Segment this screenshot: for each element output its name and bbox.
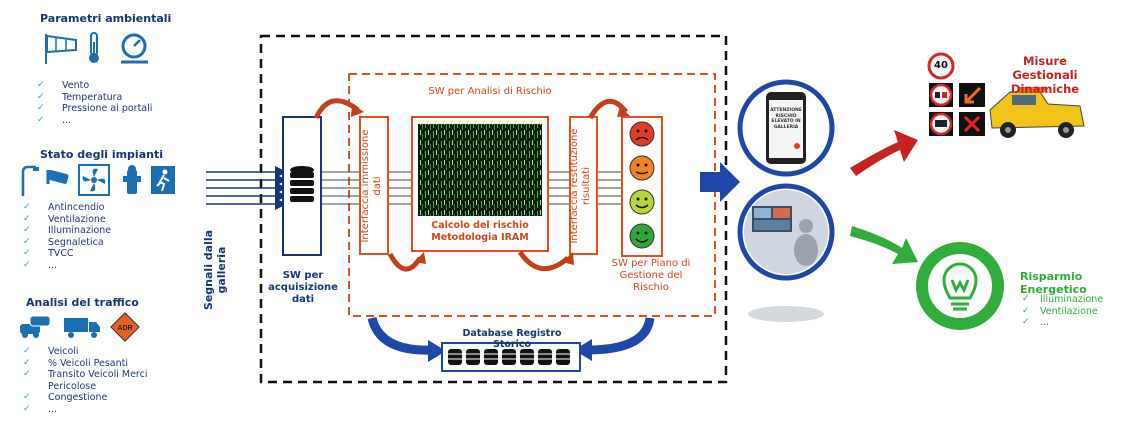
env-list: ✓Vento ✓Temperatura ✓Pressione ai portal… — [34, 80, 194, 126]
arrow-to-db-right — [587, 317, 655, 355]
truck-icon — [64, 318, 100, 338]
shadow — [748, 306, 824, 322]
traffic-list: ✓Veicoli ✓% Veicoli Pesanti ✓Transito Ve… — [20, 346, 170, 415]
system-frame — [259, 34, 728, 384]
list-item: ✓... — [23, 259, 58, 271]
risk-frame — [348, 73, 716, 317]
list-item: ✓Vento — [37, 80, 90, 91]
lightbulb-icon — [942, 262, 978, 311]
matrix-image — [418, 124, 542, 216]
emergency-exit-icon — [151, 166, 175, 194]
list-item: ✓Temperatura — [37, 91, 123, 103]
database-icon — [290, 166, 314, 202]
db-label: Database Registro Storico — [462, 328, 562, 350]
risk-title: SW per Analisi di Rischio — [428, 86, 552, 97]
list-item: ✓Ventilazione — [1022, 305, 1098, 317]
plan-label: SW per Piano di Gestione del Rischio — [611, 258, 691, 293]
arrow-to-energy — [850, 226, 918, 264]
calc-label: Calcolo del rischio Metodologia IRAM — [431, 220, 529, 243]
fire-hydrant-icon — [123, 165, 141, 194]
traffic-icons: ADR — [18, 312, 158, 342]
list-item: ✓Veicoli — [23, 346, 79, 357]
input-interface-box — [359, 116, 389, 255]
env-title: Parametri ambientali — [40, 12, 172, 25]
list-item: ✓Segnaletica — [23, 236, 104, 248]
arrow-to-db-left — [367, 316, 433, 355]
windsock-icon — [45, 34, 77, 64]
output-arrow — [700, 162, 740, 202]
operator-icon — [794, 234, 818, 266]
list-item: ✓Ventilazione — [23, 213, 106, 225]
list-item: ✓Pressione ai portali — [37, 103, 153, 114]
service-truck-icon — [989, 87, 1085, 138]
list-item: ✓... — [1022, 317, 1050, 328]
list-item: ✓Antincendio — [23, 202, 105, 213]
list-item: ✓% Veicoli Pesanti — [23, 357, 129, 369]
plants-icons — [18, 164, 198, 198]
arrow-to-measures — [850, 130, 918, 176]
input-interface-label: Interfaccia immissione dati — [360, 129, 383, 243]
traffic-title: Analisi del traffico — [26, 296, 139, 309]
list-item: ✓Transito Veicoli Merci Pericolose — [23, 369, 148, 392]
traffic-signs — [927, 52, 985, 136]
speed-limit-value: 40 — [934, 60, 948, 71]
barometer-icon — [121, 33, 148, 64]
measures-title: Misure Gestionali Dinamiche — [1010, 54, 1080, 96]
output-interface-label: Interfaccia restituzione risultati — [569, 128, 592, 244]
risk-faces — [629, 121, 655, 249]
signal-lines — [206, 166, 287, 210]
list-item: ✓Congestione — [23, 392, 108, 403]
fan-icon — [78, 164, 110, 196]
plants-title: Stato degli impianti — [40, 148, 163, 161]
adr-sign-icon: ADR — [110, 312, 140, 342]
list-item: ✓TVCC — [23, 248, 74, 259]
cctv-camera-icon — [46, 170, 69, 184]
plants-list: ✓Antincendio ✓Ventilazione ✓Illuminazion… — [20, 202, 180, 271]
env-icons — [40, 30, 160, 66]
list-item: ✓Illuminazione — [1022, 294, 1104, 305]
db-registry-icons — [448, 349, 570, 365]
street-lamp-icon — [21, 165, 39, 196]
acquisition-label: SW per acquisizione dati — [268, 270, 338, 305]
energy-title: Risparmio Energetico — [1020, 270, 1087, 296]
svg-text:ADR: ADR — [117, 325, 132, 332]
thermometer-icon — [89, 32, 99, 63]
list-item: ✓... — [37, 114, 72, 126]
output-interface-box — [569, 116, 598, 255]
energy-list: ✓Illuminazione ✓Ventilazione ✓... — [1022, 294, 1122, 329]
cars-icon — [20, 315, 51, 338]
list-item: ✓Illuminazione — [23, 225, 112, 236]
phone-screen-text: ATTENZIONE RISCHIO ELEVATO IN GALLERIA — [770, 108, 802, 130]
list-item: ✓... — [23, 403, 58, 415]
